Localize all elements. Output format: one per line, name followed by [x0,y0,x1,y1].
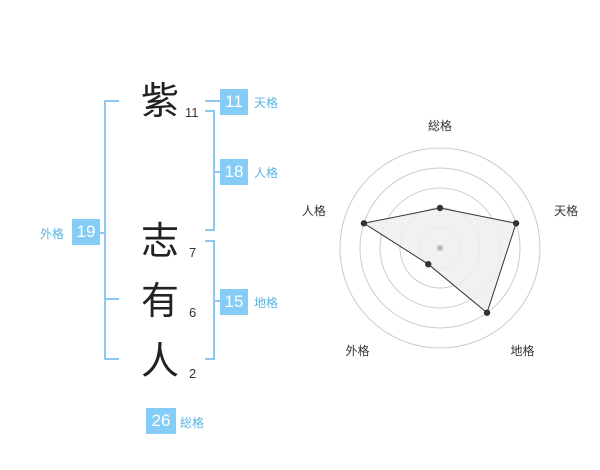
radar-axis-label-4: 外格 [345,343,369,358]
stroke-count-2: 7 [189,245,197,260]
tenkaku-label: 天格 [254,96,279,110]
gaikaku-bracket [104,100,119,360]
radar-center-point [437,245,443,251]
radar-point-1 [436,204,444,212]
chikaku-badge: 15 [220,289,248,315]
stroke-count-1: 11 [185,105,199,120]
radar-point-4 [425,260,432,268]
radar-point-3 [483,309,491,316]
name-char-4: 人 [141,339,180,383]
name-char-3: 有 [141,279,180,323]
jinkaku-label: 人格 [254,166,279,180]
gaikaku-badge: 19 [72,219,100,245]
radar-axis-label-3: 地格 [511,343,535,358]
radar-ring [339,147,541,349]
radar-ring [359,167,521,329]
jinkaku-connector [213,171,221,173]
jinkaku-bracket [205,110,215,231]
soukaku-label: 総格 [180,416,205,430]
radar-point-5 [360,220,368,227]
radar-axis-label-1: 総格 [428,118,452,133]
stroke-count-4: 2 [189,366,197,381]
gaikaku-label: 外格 [40,227,65,241]
chikaku-label: 地格 [254,296,279,310]
radar-area [362,207,517,314]
radar-point-2 [512,220,520,227]
jinkaku-badge: 18 [220,159,248,185]
gaikaku-bracket-mid [104,298,119,300]
stroke-count-3: 6 [189,305,197,320]
gaikaku-connector [98,232,105,234]
chikaku-connector [213,300,221,302]
radar-axis-label-2: 天格 [554,203,578,218]
tenkaku-tick [205,100,220,102]
tenkaku-badge: 11 [220,89,248,115]
radar-axis-label-5: 人格 [302,203,326,218]
soukaku-badge: 26 [146,408,176,434]
name-char-1: 紫 [141,79,180,123]
name-char-2: 志 [141,219,180,263]
